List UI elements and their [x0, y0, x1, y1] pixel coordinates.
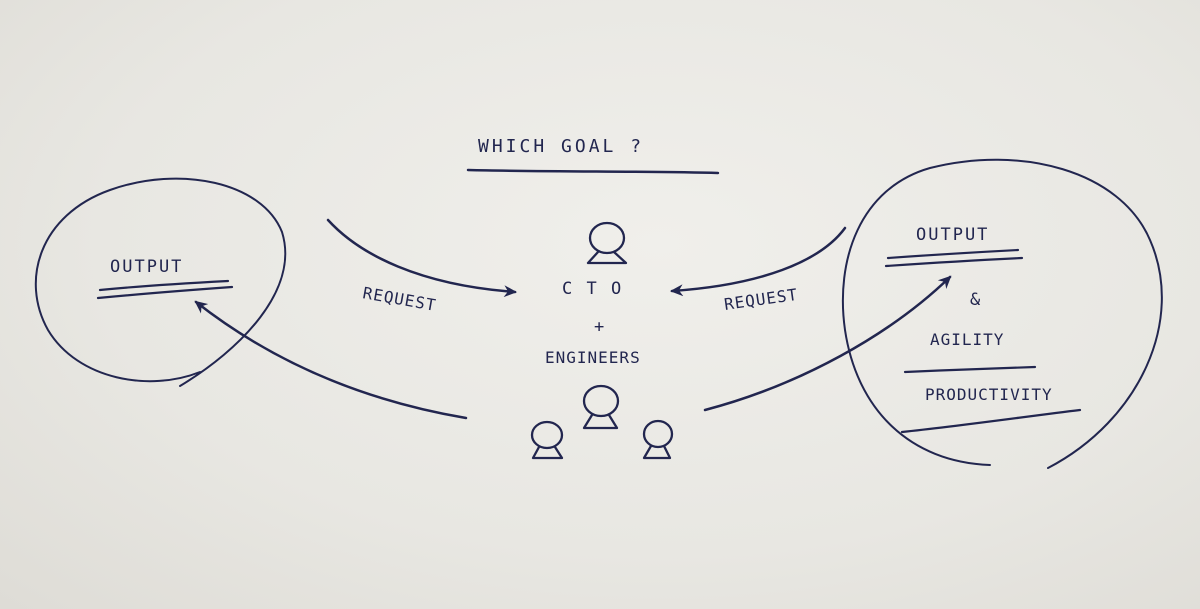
plus-sign: + — [594, 317, 606, 337]
right-goal-agility-underline — [903, 365, 1037, 374]
right-goal-agility: AGILITY — [930, 330, 1004, 349]
engineer-person-icon-2 — [530, 420, 564, 460]
left-output-arrow — [194, 300, 468, 420]
engineer-person-icon-3 — [642, 419, 674, 460]
right-goal-circle — [841, 158, 1163, 469]
right-request-arrow — [670, 226, 847, 297]
left-goal-underline-2 — [96, 285, 234, 300]
cto-label: C T O — [562, 279, 623, 299]
right-goal-ampersand: & — [970, 290, 982, 310]
right-output-arrow — [703, 275, 952, 412]
right-goal-productivity-underline — [900, 408, 1082, 434]
right-goal-underline-2 — [884, 256, 1024, 268]
right-request-label: REQUEST — [723, 285, 799, 314]
right-goal-label: OUTPUT — [916, 225, 989, 245]
cto-person-icon — [586, 221, 628, 265]
left-goal-circle — [34, 177, 287, 387]
right-goal-underline-1 — [886, 248, 1020, 260]
engineer-person-icon-1 — [582, 384, 620, 430]
title-underline — [466, 168, 720, 175]
engineers-label: ENGINEERS — [545, 348, 641, 367]
left-goal-underline-1 — [98, 279, 230, 292]
left-request-arrow — [326, 218, 517, 298]
left-goal-label: OUTPUT — [110, 257, 183, 277]
diagram-title: WHICH GOAL ? — [478, 136, 644, 157]
right-goal-productivity: PRODUCTIVITY — [925, 385, 1053, 404]
left-request-label: REQUEST — [361, 283, 438, 315]
